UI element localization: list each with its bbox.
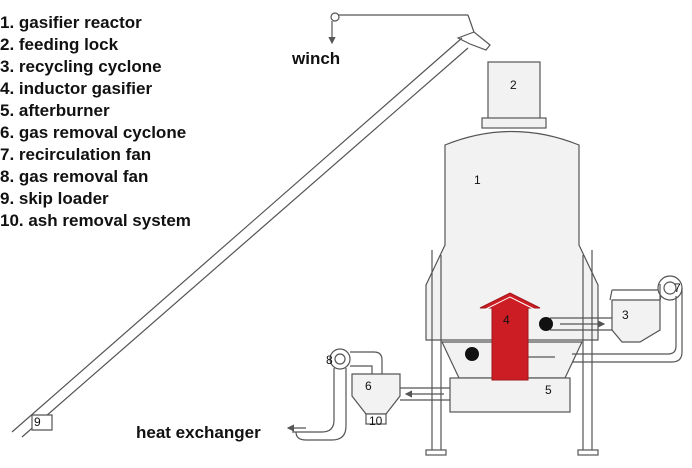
reactor-foot-left [425, 449, 447, 456]
label-3: 3 [622, 308, 629, 322]
skip-loader-bucket [31, 414, 53, 431]
recirculation-duct-inner [572, 296, 677, 355]
legend-item-3: 3. recycling cyclone [0, 57, 162, 76]
winch-pulley [330, 12, 340, 22]
heat-exchanger-duct-outer [292, 368, 335, 433]
legend-item-1: 1. gasifier reactor [0, 13, 142, 32]
legend: 1. gasifier reactor 2. feeding lock 3. r… [0, 12, 225, 232]
legend-item-2: 2. feeding lock [0, 35, 119, 54]
legend-item-10: 10. ash removal system [0, 211, 191, 230]
legend-item-8: 8. gas removal fan [0, 167, 149, 186]
legend-item-9: 9. skip loader [0, 189, 109, 208]
label-5: 5 [545, 383, 552, 397]
cyclone-3-top-left [609, 289, 613, 301]
label-4: 4 [503, 313, 510, 327]
label-2: 2 [510, 78, 517, 92]
label-1: 1 [474, 173, 481, 187]
legend-item-6: 6. gas removal cyclone [0, 123, 187, 142]
legend-item-7: 7. recirculation fan [0, 145, 152, 164]
nozzle-dot-upper [539, 317, 553, 331]
nozzle-dot-lower [465, 347, 479, 361]
legend-item-5: 5. afterburner [0, 101, 110, 120]
recirculation-duct-outer [572, 288, 683, 363]
winch-label: winch [291, 49, 340, 68]
recirculation-fan-hub [663, 281, 677, 295]
heat-exchanger-duct-inner [295, 368, 347, 441]
ash-removal-system [365, 413, 387, 425]
recycling-cyclone [611, 299, 661, 343]
label-7: 7 [674, 281, 681, 295]
reactor-foot-right [577, 449, 599, 456]
feeding-lock [487, 61, 541, 121]
afterburner [449, 377, 571, 413]
label-8: 8 [326, 353, 333, 367]
inductor-gasifier [479, 292, 541, 381]
skip-rail-lower [21, 47, 469, 438]
skip-rail-upper [11, 37, 463, 433]
label-9: 9 [34, 415, 41, 429]
legend-item-4: 4. inductor gasifier [0, 79, 153, 98]
label-10: 10 [369, 414, 383, 428]
feeding-lock-flange [481, 117, 547, 129]
label-6: 6 [365, 379, 372, 393]
skip-top-gear [456, 31, 491, 51]
heat-exchanger-label: heat exchanger [136, 423, 261, 442]
inductor-arrow-outline [483, 296, 537, 311]
gas-removal-cyclone [351, 373, 401, 415]
fan-8-duct-lower [350, 365, 373, 374]
fan-8-duct-upper [350, 351, 383, 374]
gas-removal-fan-hub [334, 353, 346, 365]
